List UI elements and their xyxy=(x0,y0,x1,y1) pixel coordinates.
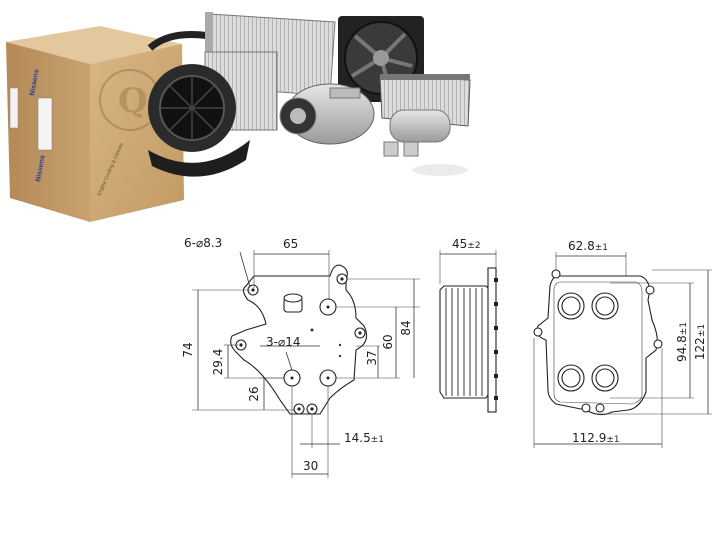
side-flange xyxy=(487,267,497,413)
front-height-37-label: 37 xyxy=(365,350,379,365)
sensor-stub xyxy=(283,293,303,313)
front-height-26-label: 26 xyxy=(247,386,261,401)
receiver-drier-part xyxy=(383,109,468,176)
front-height-29-4-label: 29.4 xyxy=(211,349,225,376)
back-height-122-label: 122±1 xyxy=(693,324,707,360)
front-height-84-label: 84 xyxy=(399,320,413,335)
front-width-65-label: 65 xyxy=(283,237,298,251)
back-ports xyxy=(557,292,619,392)
back-width-112-9-label: 112.9±1 xyxy=(572,431,620,445)
side-fins xyxy=(445,288,483,396)
center-holes-label: 3-⌀14 xyxy=(266,335,300,349)
ac-compressor-part xyxy=(279,83,375,145)
front-offset-14-5-label: 14.5±1 xyxy=(344,431,384,445)
side-view: 45±2 xyxy=(439,237,498,413)
product-photo-collage: Q Nissens Nissens Engine Cooling & Clima… xyxy=(6,12,471,222)
holes-diameter-label: 6-⌀8.3 xyxy=(184,236,222,250)
back-width-62-8-label: 62.8±1 xyxy=(568,239,608,253)
side-depth-label: 45±2 xyxy=(452,237,481,251)
back-view: 62.8±1 94.8±1 122±1 112.9±1 xyxy=(533,239,712,448)
front-bottom-30-label: 30 xyxy=(303,459,318,473)
svg-text:Q: Q xyxy=(118,81,148,121)
back-holes xyxy=(533,269,663,413)
blower-motor-part xyxy=(148,64,250,177)
side-body xyxy=(439,285,491,399)
box-brand-top: Nissens xyxy=(29,69,41,97)
cardboard-box: Q Nissens Nissens Engine Cooling & Clima… xyxy=(6,26,184,222)
front-view: 6-⌀8.3 65 74 29.4 3-⌀14 26 37 60 84 14.5… xyxy=(181,236,420,478)
front-height-74-label: 74 xyxy=(181,342,195,357)
back-height-94-8-label: 94.8±1 xyxy=(675,322,689,362)
front-height-60-label: 60 xyxy=(381,334,395,349)
box-brand-side: Nissens xyxy=(35,155,47,183)
